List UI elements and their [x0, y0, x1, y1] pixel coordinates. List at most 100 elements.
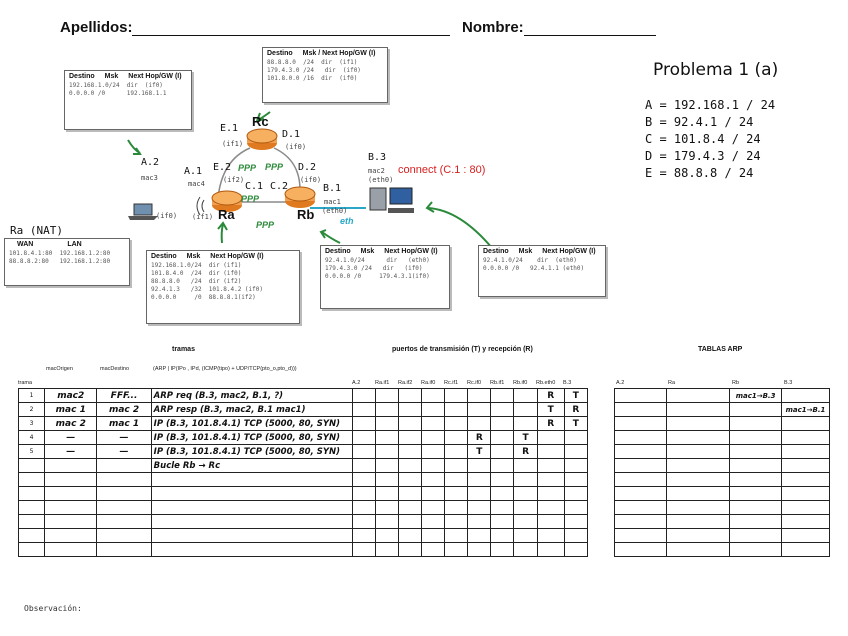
- port-cell[interactable]: [536, 514, 565, 529]
- port-cell[interactable]: [444, 528, 469, 543]
- arp-cell[interactable]: [665, 542, 731, 557]
- port-cell[interactable]: [536, 444, 565, 459]
- port-cell[interactable]: [397, 514, 423, 529]
- arp-cell[interactable]: [614, 388, 667, 403]
- arp-cell[interactable]: [781, 458, 830, 473]
- port-cell[interactable]: R: [563, 402, 589, 417]
- arp-cell[interactable]: [665, 416, 731, 431]
- arp-cell[interactable]: [729, 402, 783, 417]
- port-cell[interactable]: [351, 472, 376, 487]
- port-cell[interactable]: [490, 486, 515, 501]
- port-cell[interactable]: [467, 542, 492, 557]
- mac-destino-cell[interactable]: [96, 458, 152, 473]
- port-cell[interactable]: T: [513, 430, 538, 445]
- port-cell[interactable]: [421, 514, 446, 529]
- mac-destino-cell[interactable]: FFF...: [96, 388, 152, 403]
- port-cell[interactable]: [490, 444, 515, 459]
- apellidos-field[interactable]: [132, 35, 450, 36]
- port-cell[interactable]: [351, 542, 376, 557]
- arp-cell[interactable]: [614, 472, 667, 487]
- frame-number-cell[interactable]: [17, 486, 46, 501]
- port-cell[interactable]: [374, 458, 399, 473]
- port-cell[interactable]: [513, 486, 538, 501]
- port-cell[interactable]: [397, 542, 423, 557]
- port-cell[interactable]: T: [563, 388, 589, 403]
- port-cell[interactable]: [397, 486, 423, 501]
- mac-origen-cell[interactable]: [44, 472, 98, 487]
- port-cell[interactable]: [490, 388, 515, 403]
- port-cell[interactable]: [467, 402, 492, 417]
- port-cell[interactable]: [444, 542, 469, 557]
- port-cell[interactable]: [397, 528, 423, 543]
- port-cell[interactable]: [351, 514, 376, 529]
- port-cell[interactable]: [536, 430, 565, 445]
- frame-content-cell[interactable]: IP (B.3, 101.8.4.1) TCP (5000, 80, SYN): [150, 444, 353, 459]
- port-cell[interactable]: T: [467, 444, 492, 459]
- port-cell[interactable]: [397, 402, 423, 417]
- port-cell[interactable]: [374, 514, 399, 529]
- frame-content-cell[interactable]: [150, 528, 353, 543]
- port-cell[interactable]: [490, 528, 515, 543]
- port-cell[interactable]: [513, 542, 538, 557]
- arp-cell[interactable]: [614, 486, 667, 501]
- port-cell[interactable]: [351, 430, 376, 445]
- port-cell[interactable]: [374, 528, 399, 543]
- arp-cell[interactable]: [729, 486, 783, 501]
- port-cell[interactable]: [490, 542, 515, 557]
- port-cell[interactable]: [421, 444, 446, 459]
- port-cell[interactable]: [513, 458, 538, 473]
- port-cell[interactable]: [374, 416, 399, 431]
- mac-destino-cell[interactable]: —: [96, 430, 152, 445]
- frame-number-cell[interactable]: [17, 542, 46, 557]
- arp-cell[interactable]: [781, 486, 830, 501]
- port-cell[interactable]: [397, 430, 423, 445]
- arp-cell[interactable]: [665, 472, 731, 487]
- arp-cell[interactable]: [665, 402, 731, 417]
- arp-cell[interactable]: [614, 458, 667, 473]
- port-cell[interactable]: [536, 528, 565, 543]
- port-cell[interactable]: [563, 528, 589, 543]
- port-cell[interactable]: [421, 486, 446, 501]
- port-cell[interactable]: [536, 458, 565, 473]
- port-cell[interactable]: [374, 542, 399, 557]
- arp-cell[interactable]: [781, 430, 830, 445]
- port-cell[interactable]: [444, 416, 469, 431]
- port-cell[interactable]: [563, 458, 589, 473]
- observacion-field[interactable]: [90, 604, 830, 618]
- mac-origen-cell[interactable]: [44, 500, 98, 515]
- port-cell[interactable]: [374, 472, 399, 487]
- port-cell[interactable]: [374, 430, 399, 445]
- frame-content-cell[interactable]: [150, 542, 353, 557]
- port-cell[interactable]: [563, 542, 589, 557]
- port-cell[interactable]: [536, 472, 565, 487]
- port-cell[interactable]: [490, 472, 515, 487]
- port-cell[interactable]: [513, 402, 538, 417]
- port-cell[interactable]: [490, 416, 515, 431]
- port-cell[interactable]: [467, 500, 492, 515]
- arp-cell[interactable]: mac1→B.1: [781, 402, 830, 417]
- arp-cell[interactable]: [729, 514, 783, 529]
- arp-cell[interactable]: [665, 486, 731, 501]
- port-cell[interactable]: [467, 416, 492, 431]
- port-cell[interactable]: [397, 444, 423, 459]
- mac-origen-cell[interactable]: mac2: [44, 388, 98, 403]
- port-cell[interactable]: [490, 500, 515, 515]
- frame-number-cell[interactable]: 1: [17, 388, 46, 403]
- port-cell[interactable]: [351, 402, 376, 417]
- mac-destino-cell[interactable]: [96, 472, 152, 487]
- mac-origen-cell[interactable]: [44, 542, 98, 557]
- arp-cell[interactable]: [729, 444, 783, 459]
- frame-content-cell[interactable]: [150, 472, 353, 487]
- port-cell[interactable]: [563, 500, 589, 515]
- port-cell[interactable]: T: [536, 402, 565, 417]
- port-cell[interactable]: [421, 542, 446, 557]
- port-cell[interactable]: [513, 472, 538, 487]
- port-cell[interactable]: [374, 444, 399, 459]
- frame-number-cell[interactable]: 5: [17, 444, 46, 459]
- mac-destino-cell[interactable]: [96, 528, 152, 543]
- arp-cell[interactable]: [665, 444, 731, 459]
- port-cell[interactable]: [536, 486, 565, 501]
- port-cell[interactable]: [351, 444, 376, 459]
- port-cell[interactable]: [421, 528, 446, 543]
- arp-cell[interactable]: [729, 542, 783, 557]
